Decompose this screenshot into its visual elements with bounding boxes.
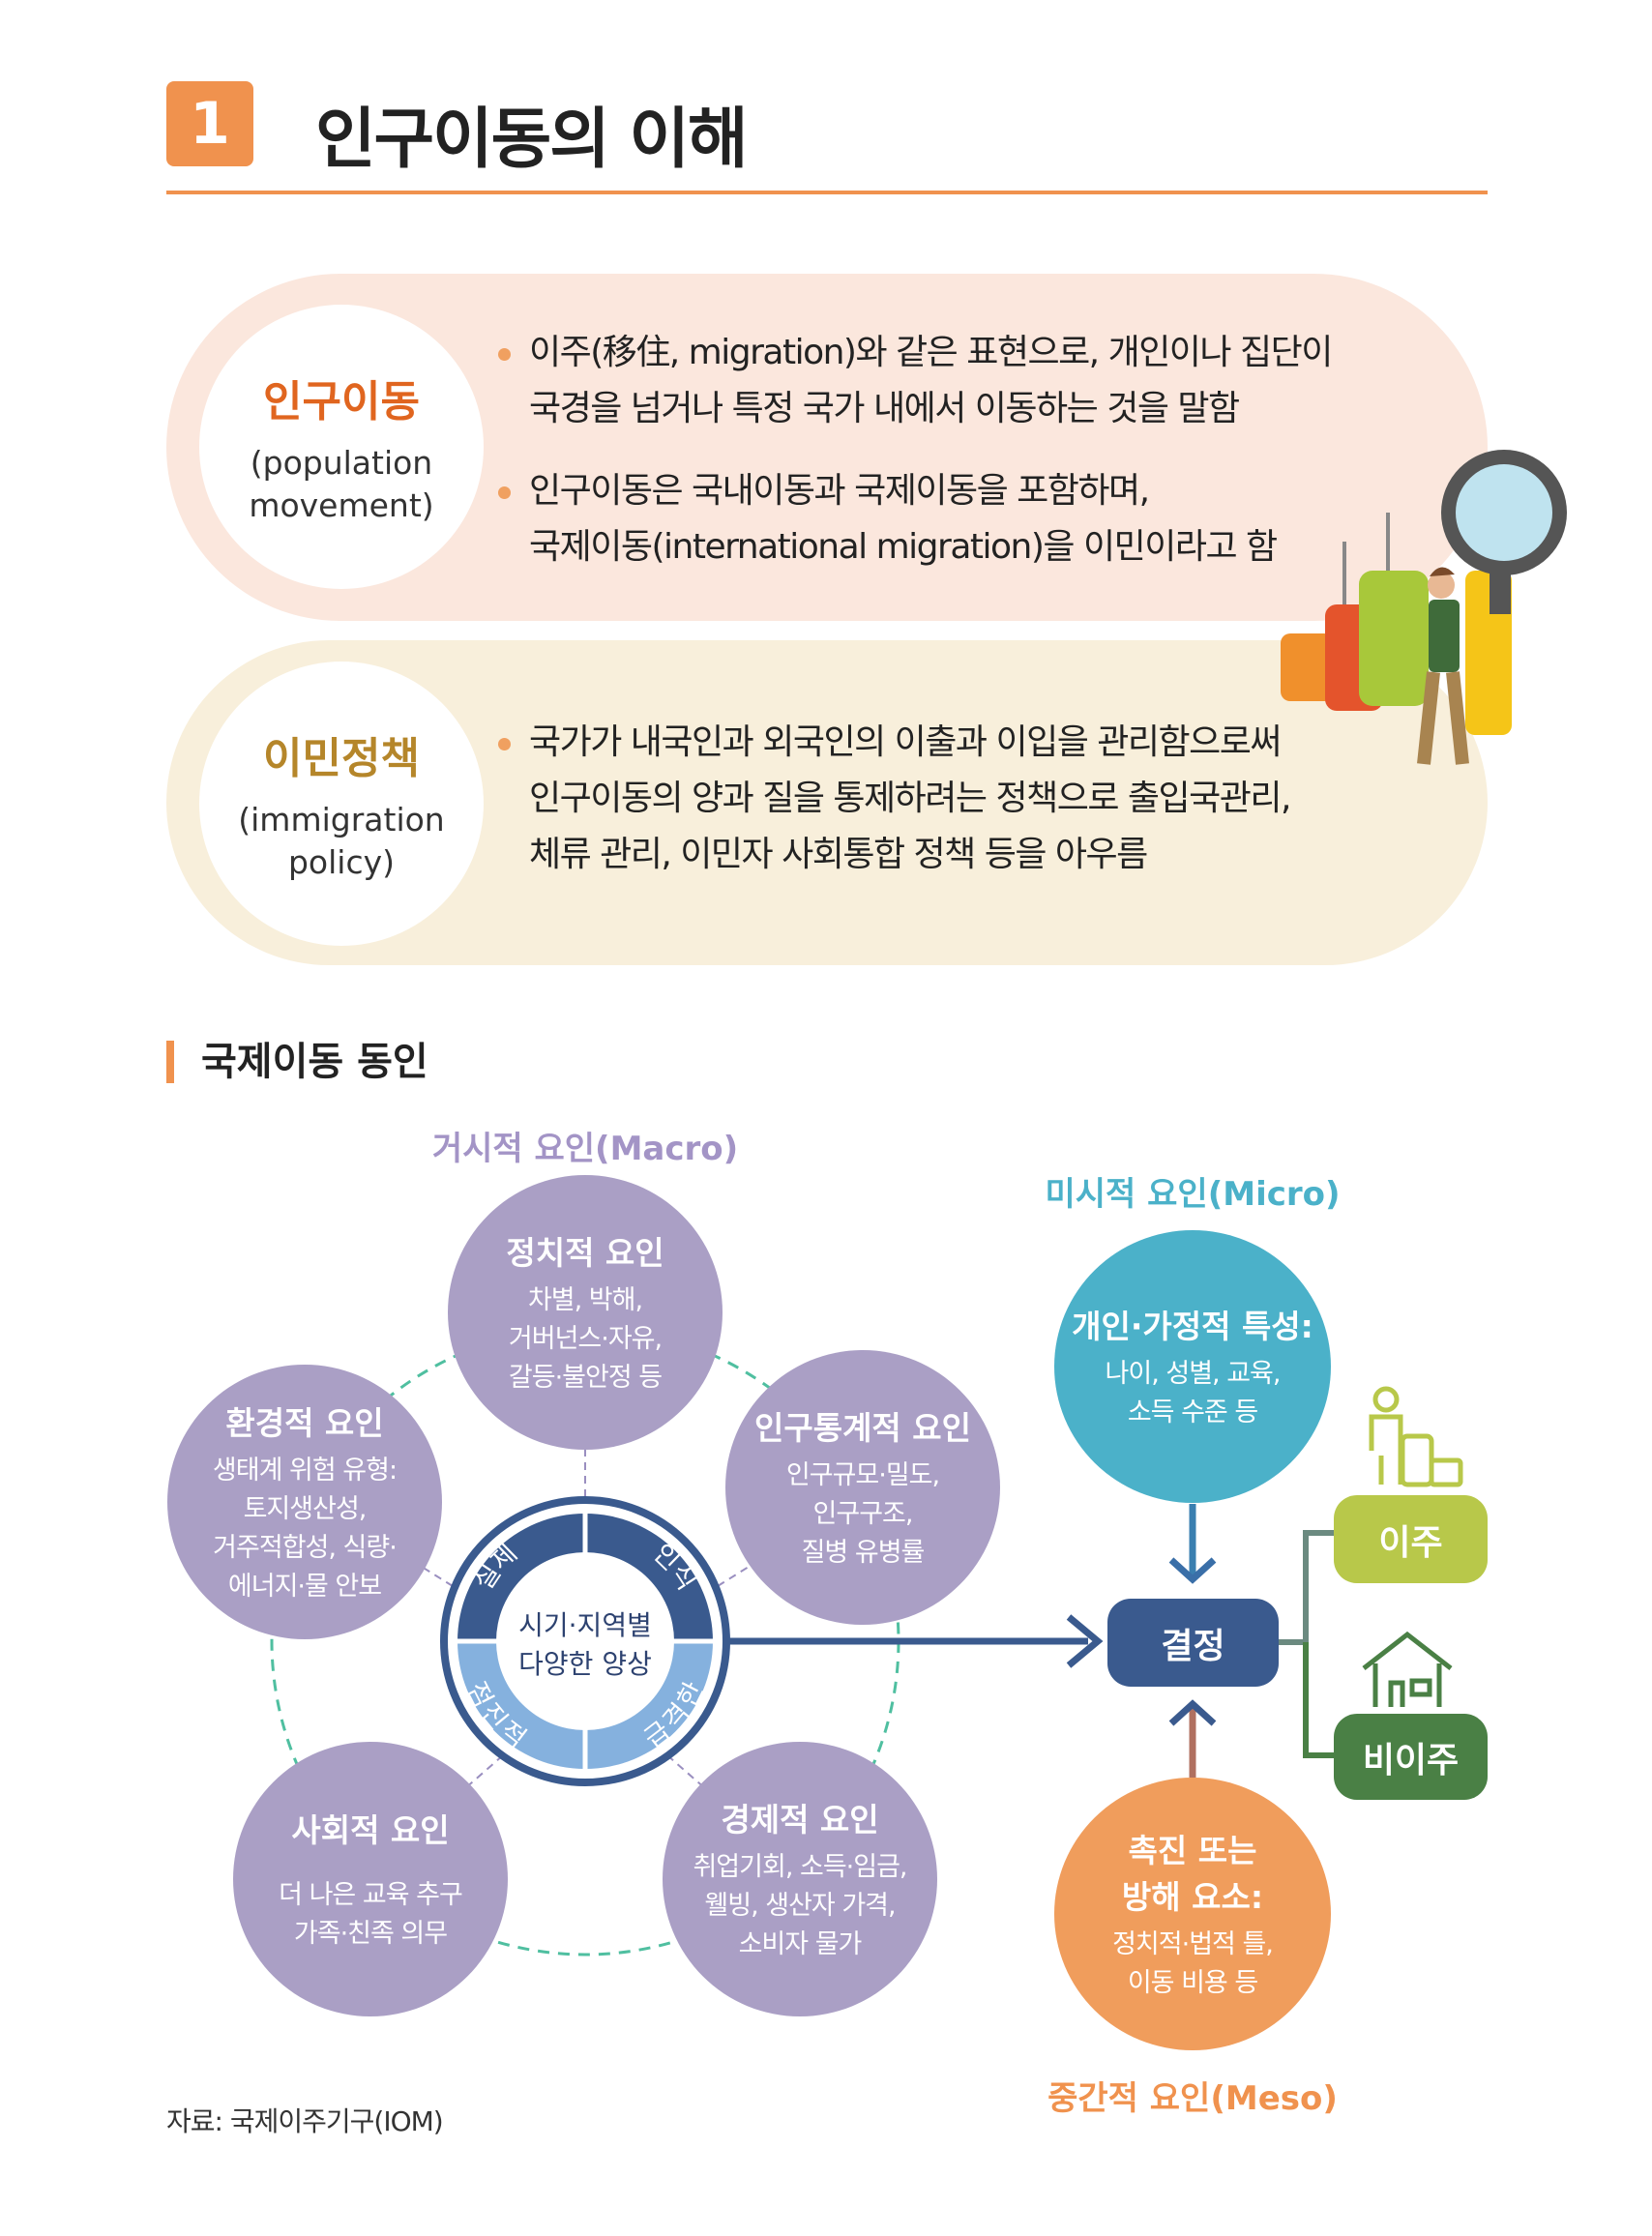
decision-box: 결정 (1107, 1599, 1279, 1687)
micro-label: 미시적 요인(Micro) (1045, 1175, 1341, 1214)
term-circle: 인구이동 (population movement) (199, 305, 484, 589)
section-number-badge: 1 (166, 81, 253, 166)
center-text: 시기·지역별 (518, 1609, 652, 1641)
term-circle: 이민정책 (immigration policy) (199, 662, 484, 946)
term-english: (immigration (238, 801, 445, 838)
traveler-with-magnifier-illustration (1281, 450, 1567, 765)
term-english: (population (250, 444, 433, 482)
outcome-migrate: 이주 (1334, 1495, 1488, 1583)
outcome-stay: 비이주 (1334, 1714, 1488, 1800)
term-title: 이민정책 (263, 734, 420, 783)
section-heading: 국제이동 동인 (166, 1041, 428, 1083)
center-ring: 실제 인식 점진적 급격한 시기·지역별 다양한 양상 (440, 1496, 730, 1786)
meso-label: 중간적 요인(Meso) (1047, 2079, 1338, 2118)
house-icon (1362, 1631, 1453, 1707)
macro-label: 거시적 요인(Macro) (431, 1130, 739, 1168)
micro-factor: 개인·가정적 특성:나이, 성별, 교육,소득 수준 등 (1054, 1230, 1331, 1503)
center-text: 다양한 양상 (518, 1648, 652, 1680)
term-english: policy) (287, 843, 396, 881)
term-english: movement) (249, 486, 434, 524)
bullet-item: 인구이동은 국내이동과 국제이동을 포함하며,국제이동(internationa… (498, 463, 1278, 575)
source-note: 자료: 국제이주기구(IOM) (166, 2105, 444, 2137)
title-divider (166, 191, 1488, 194)
traveler-icon (1369, 1386, 1463, 1487)
term-title: 인구이동 (263, 377, 420, 427)
page-title: 인구이동의 이해 (315, 102, 749, 178)
